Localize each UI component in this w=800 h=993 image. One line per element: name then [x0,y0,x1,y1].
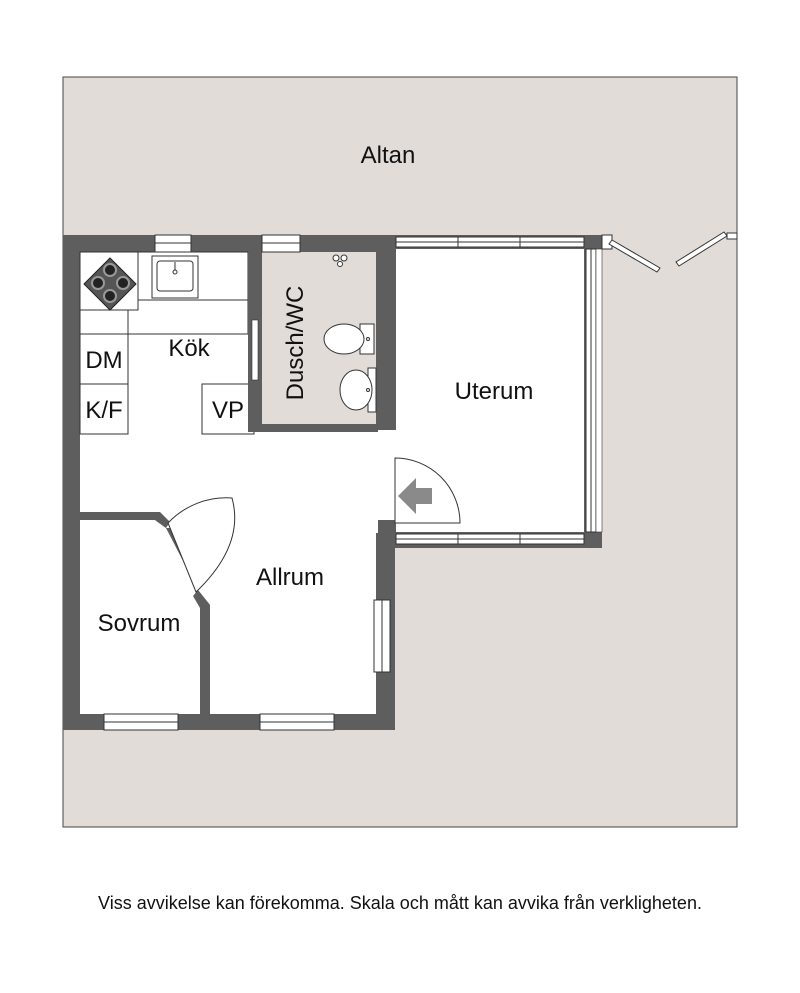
bathroom-door [251,319,259,381]
interior-wall-divider [193,590,210,714]
windows [103,234,597,731]
appliance-boxes [79,333,255,435]
appliance-label-water-heater: VP [212,397,244,424]
folding-door [601,231,738,273]
appliance-label-fridge-freezer: K/F [85,397,122,424]
room-label-sovrum: Sovrum [98,610,181,637]
sovrum-door [167,497,236,593]
kitchen-sink-icon [151,255,199,299]
room-label-allrum: Allrum [256,564,324,591]
entrance-arrow-icon [398,478,432,514]
appliance-label-dishwasher: DM [85,347,122,374]
room-label-dusch-wc: Dusch/WC [282,286,309,401]
toilet-icon [323,323,375,355]
shower-icon [332,254,348,267]
room-label-altan: Altan [361,142,416,169]
floors [80,249,584,714]
uterum-right-wall [595,248,603,533]
disclaimer-text: Viss avvikelse kan förekomma. Skala och … [98,893,702,913]
room-label-kok: Kök [168,335,210,362]
stove-icon [83,257,137,311]
interior-wall-sovrum [80,512,170,528]
room-label-uterum: Uterum [455,378,534,405]
washbasin-icon [339,367,377,413]
